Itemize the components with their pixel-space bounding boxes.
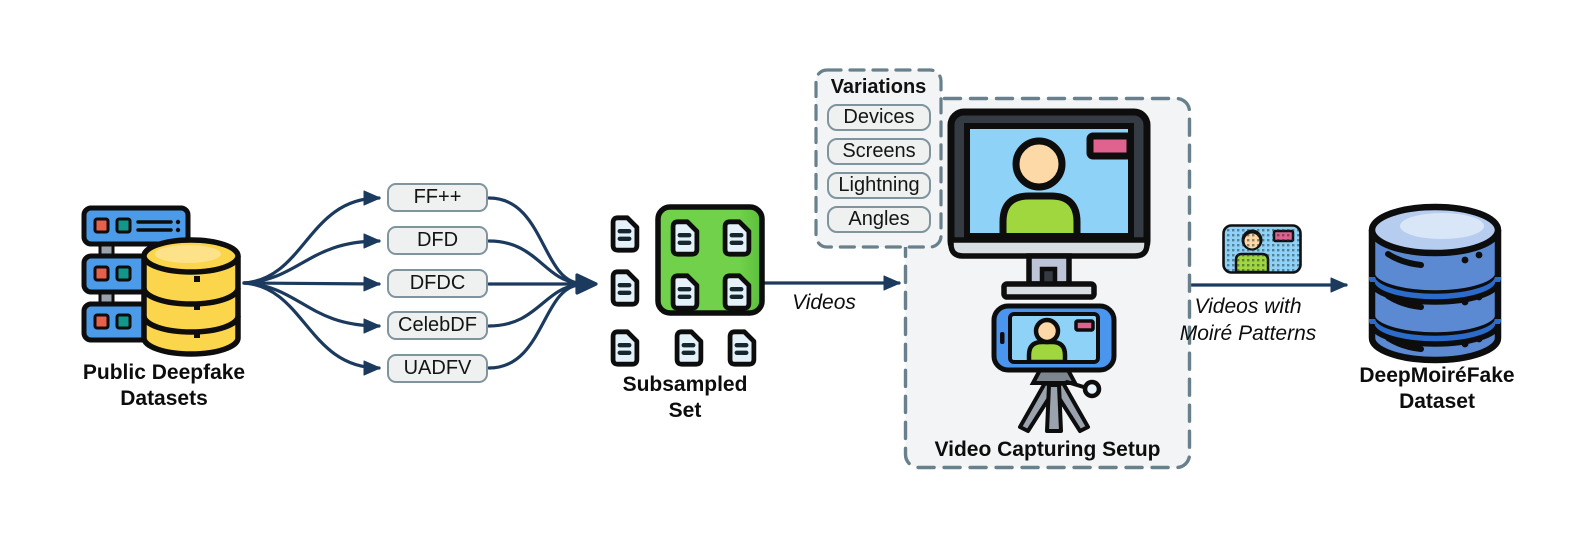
dataset-pill-dfdc: DFDC	[387, 269, 488, 298]
edge-source-dfd	[242, 233, 381, 285]
output-label-line2: Dataset	[1399, 390, 1475, 413]
variations-title: Variations	[830, 76, 927, 98]
person-on-phone	[1026, 317, 1068, 362]
subsampled-label: Subsampled Set	[595, 372, 775, 424]
monitor-icon	[947, 108, 1151, 300]
subsample-arrowhead	[575, 273, 598, 295]
variation-pill-screens: Screens	[827, 138, 931, 165]
moire-video-thumbnail	[1222, 224, 1302, 274]
video-capturing-setup-label: Video Capturing Setup	[934, 438, 1161, 461]
dataset-pill-dfd: DFD	[387, 226, 488, 255]
edge-source-ffpp	[242, 190, 381, 285]
person-on-screen	[999, 137, 1081, 236]
dataset-pill-ffpp: FF++	[387, 183, 488, 212]
tripod	[1018, 368, 1102, 433]
edge-dfd-subsample	[487, 239, 580, 285]
db-detail-marks	[1385, 251, 1424, 352]
server-database-icon	[81, 205, 241, 357]
source-label: Public Deepfake Datasets	[44, 360, 284, 412]
subsampled-set-icon	[595, 204, 765, 375]
phone	[991, 303, 1117, 373]
recording-badge	[1086, 132, 1134, 160]
source-label-line2: Datasets	[120, 387, 208, 410]
source-label-line1: Public Deepfake	[82, 361, 246, 384]
dataset-pill-celebdf: CelebDF	[387, 311, 488, 340]
subsampled-label-line1: Subsampled	[622, 373, 748, 396]
database-icon	[1368, 203, 1502, 364]
subsampled-label-line2: Set	[668, 399, 702, 422]
dataset-pill-uadfv: UADFV	[387, 354, 488, 383]
phone-tripod-icon	[991, 303, 1117, 433]
yellow-database-icon	[141, 237, 241, 357]
db-detail-dots	[1461, 251, 1483, 348]
variation-pill-devices: Devices	[827, 104, 931, 131]
edge-source-uadfv	[242, 281, 381, 376]
edge-uadfv-subsample	[487, 283, 580, 370]
videos-edge-label: Videos	[792, 291, 856, 314]
moire-edge-label-line1: Videos with	[1194, 295, 1302, 318]
edge-source-dfdc	[242, 276, 381, 292]
moire-edge-label: Videos with Moiré Patterns	[1156, 293, 1340, 347]
variation-pill-lightning: Lightning	[827, 172, 931, 199]
output-label: DeepMoiréFake Dataset	[1334, 363, 1540, 415]
moire-edge-label-line2: Moiré Patterns	[1179, 322, 1317, 345]
variation-pill-angles: Angles	[827, 206, 931, 233]
output-label-line1: DeepMoiréFake	[1359, 364, 1515, 387]
monitor-stand	[1001, 253, 1097, 300]
edge-ffpp-subsample	[487, 196, 580, 285]
